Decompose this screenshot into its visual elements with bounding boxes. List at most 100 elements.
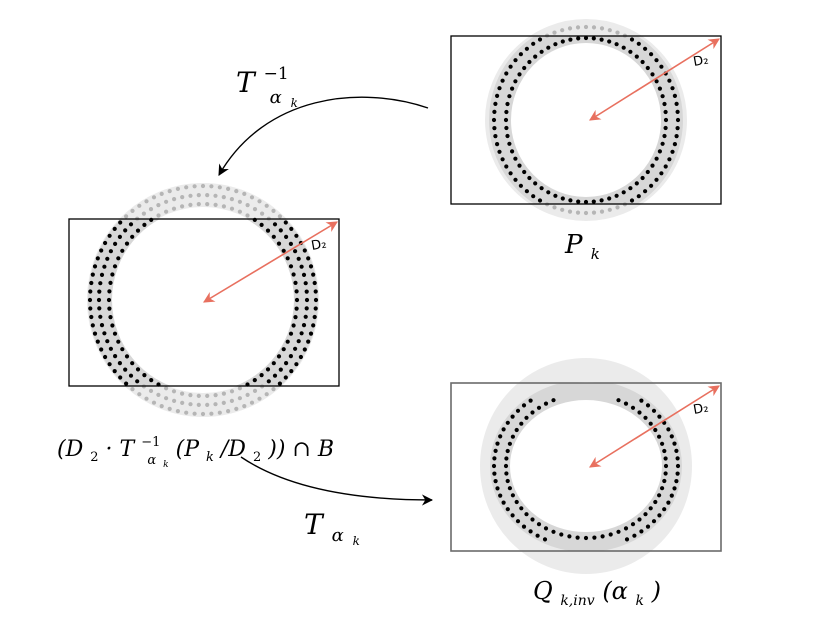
ring-dot [172, 398, 177, 403]
ring-dot [294, 233, 299, 238]
ring-dot [99, 323, 105, 328]
ring-dot [629, 37, 635, 42]
ring-dot [504, 125, 509, 131]
ring-dot [643, 46, 648, 51]
ring-dot [135, 379, 140, 384]
ring-dot [252, 378, 257, 383]
ring-dot [296, 339, 301, 344]
ring-dot [514, 427, 519, 433]
ring-dot [505, 448, 510, 454]
ring-dot [503, 463, 509, 469]
ring-dot [213, 393, 218, 398]
ring-dot [137, 203, 142, 208]
ring-dot [108, 315, 113, 320]
ring-dot [164, 396, 169, 401]
ring-dot [99, 272, 105, 277]
ring-dot [118, 220, 123, 225]
ring-dot [645, 169, 650, 175]
ring-dot [266, 379, 271, 384]
ring-dot [542, 537, 548, 542]
ring-dot [591, 25, 597, 30]
qk-arg: (α [602, 577, 628, 605]
ring-dot [674, 479, 679, 484]
ring-dot [205, 393, 210, 398]
ring-dot [188, 393, 193, 398]
ring-dot [312, 314, 317, 320]
ring-dot [543, 401, 549, 406]
ring-dot [651, 519, 657, 524]
ring-dot [103, 354, 108, 360]
ring-dot [106, 297, 112, 303]
ring-dot [530, 410, 535, 415]
ring-dot [675, 471, 680, 476]
ring-dot [674, 101, 679, 106]
ring-dot [660, 486, 665, 491]
ring-dot [288, 354, 293, 359]
ring-dot [552, 30, 557, 35]
ring-dot [294, 306, 299, 311]
ring-dot [188, 202, 193, 207]
inverse-map-subsub: k [291, 96, 298, 110]
frame-qk [450, 382, 722, 552]
ring-dot [196, 393, 201, 398]
ring-dot [591, 210, 597, 215]
ring-dot [128, 222, 134, 227]
ring-dot [629, 198, 635, 203]
ring-dot [491, 463, 497, 469]
ring-dot [271, 234, 276, 239]
ring-dot [110, 272, 115, 277]
ring-dot [221, 195, 226, 200]
ring-dot [670, 149, 675, 154]
ring-dot [491, 117, 497, 123]
ring-dot [89, 314, 94, 320]
ring-dot [135, 228, 141, 233]
ring-dot [124, 381, 129, 386]
ring-dot [552, 205, 557, 210]
radius-label-qk: D₂ [692, 401, 710, 418]
ring-dot [524, 415, 529, 420]
ring-dot [196, 402, 201, 407]
ring-dot [650, 72, 655, 77]
middle-div: /D [219, 437, 246, 462]
frame-pk [450, 35, 722, 205]
ring-dot [498, 434, 503, 439]
inverse-map-sup: −1 [264, 64, 289, 84]
ring-dot [172, 197, 177, 202]
ring-dot [171, 206, 177, 211]
ring-dot [492, 456, 497, 461]
ring-dot [184, 185, 189, 190]
ring-dot [567, 26, 573, 31]
ring-dot [522, 65, 527, 71]
ring-dot [97, 289, 102, 294]
ring-pk [489, 36, 683, 204]
ring-dot [293, 346, 298, 351]
forward-map-base: T [304, 508, 325, 541]
ring-dot [663, 125, 668, 131]
ring-dot [196, 202, 201, 207]
ring-dot [524, 512, 529, 517]
ring-dot [259, 373, 264, 378]
ring-dot [308, 331, 314, 336]
ring-dot [669, 434, 674, 439]
ring-dot [505, 420, 510, 425]
ring-dot [662, 507, 667, 512]
ring-dot [107, 306, 112, 311]
ring-dot [226, 409, 231, 414]
ring-dot [616, 529, 621, 534]
ring-dot [645, 524, 651, 529]
ring-dot [621, 45, 626, 50]
ring-dot [530, 517, 535, 522]
panel-pk: D₂ [450, 19, 722, 221]
ring-dot [213, 193, 218, 198]
ring-dot [144, 396, 149, 401]
ring-dot [107, 362, 112, 367]
radius-arrow-middle [203, 221, 338, 303]
ring-dot [576, 36, 581, 41]
ring-dot [675, 117, 681, 123]
ring-dot [531, 41, 536, 46]
ring-dot [237, 199, 242, 204]
ring-dot [175, 186, 180, 191]
ring-dot [576, 199, 581, 204]
ring-dot [130, 361, 135, 366]
ring-dot [221, 400, 226, 405]
